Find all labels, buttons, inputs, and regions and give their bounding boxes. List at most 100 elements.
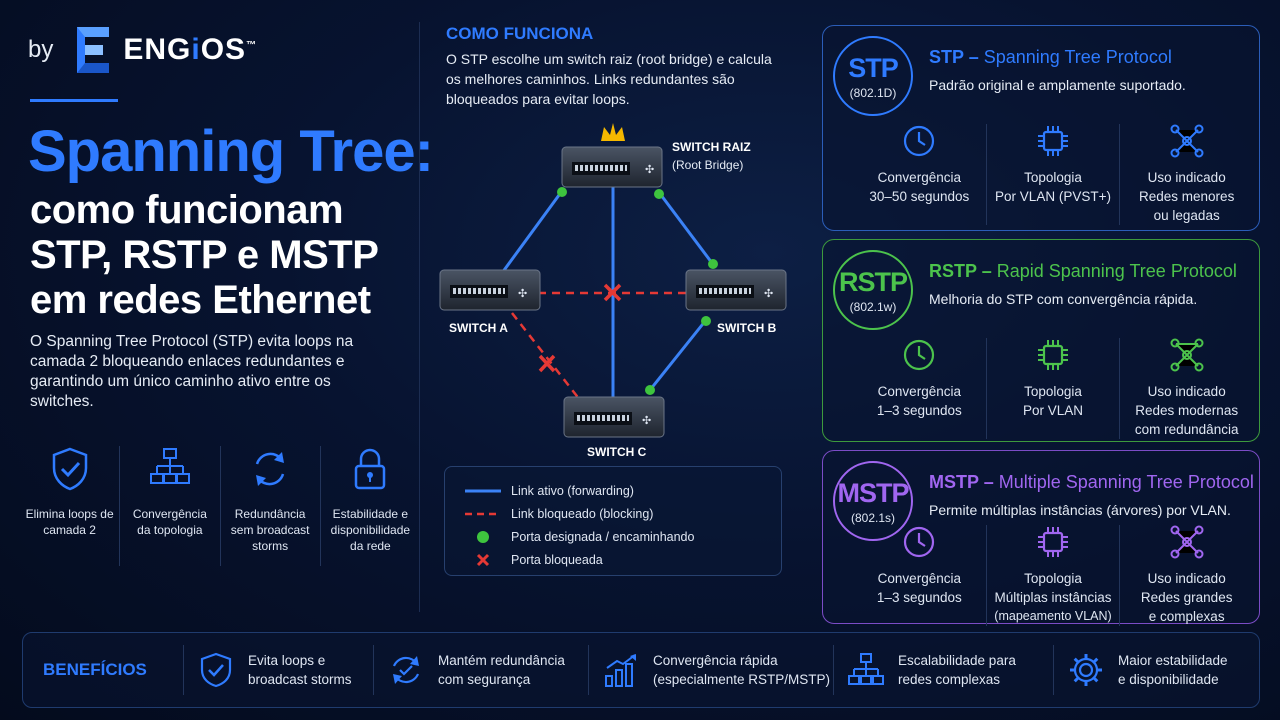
brand-name: ENGiOS™	[123, 33, 257, 67]
feature-item: Redundância sem broadcast storms	[221, 446, 321, 566]
switch-b: ✣	[685, 269, 787, 311]
benefit-line: com segurança	[438, 672, 531, 687]
card-title-abbr: MSTP	[929, 472, 979, 492]
card-description: Permite múltiplas instâncias (árvores) p…	[929, 502, 1231, 518]
lock-icon	[355, 448, 386, 490]
switch-b-label: SWITCH B	[717, 321, 777, 335]
switch-a: ✣	[439, 269, 541, 311]
badge-standard: (802.1s)	[850, 510, 896, 525]
clock-icon	[904, 339, 935, 371]
benefit-item: Maior estabilidade e disponibilidade	[1053, 645, 1253, 695]
brand-by: by	[28, 36, 54, 63]
benefit-line: Maior estabilidade	[1118, 653, 1228, 668]
spec-line: 1–3 segundos	[876, 403, 962, 418]
card-title-abbr: RSTP	[929, 261, 977, 281]
rstp-card: RSTP (802.1w) RSTP – Rapid Spanning Tree…	[822, 239, 1260, 442]
switch-a-label: SWITCH A	[449, 321, 508, 335]
legend-label: Porta designada / encaminhando	[511, 529, 695, 544]
benefit-line: (especialmente RSTP/MSTP)	[653, 672, 831, 687]
designated-port-dot	[701, 316, 711, 326]
rstp-badge: RSTP (802.1w)	[833, 250, 913, 330]
card-description: Melhoria do STP com convergência rápida.	[929, 291, 1198, 307]
spec-line: Uso indicado	[1147, 170, 1226, 185]
blocked-link-legend-icon	[465, 512, 501, 515]
badge-abbr: RSTP	[838, 266, 908, 297]
hierarchy-icon	[848, 653, 884, 685]
spec-line: Topologia	[1024, 384, 1082, 399]
green-port-legend-icon	[477, 530, 489, 543]
stp-badge: STP (802.1D)	[833, 36, 913, 116]
clock-icon	[904, 526, 935, 558]
feature-label: Convergência da topologia	[132, 507, 207, 537]
spec-line: 1–3 segundos	[876, 590, 962, 605]
blocked-port-x-icon	[538, 354, 556, 373]
brand-name-part-b: OS	[200, 33, 247, 66]
card-title: STP – Spanning Tree Protocol	[929, 47, 1172, 68]
badge-standard: (802.1w)	[849, 299, 897, 314]
feature-item: Elimina loops de camada 2	[20, 446, 121, 566]
root-switch-sublabel: (Root Bridge)	[672, 158, 744, 172]
intro-text: O Spanning Tree Protocol (STP) evita loo…	[30, 333, 354, 410]
how-it-works-description: O STP escolhe um switch raiz (root bridg…	[446, 51, 772, 107]
switch-c: ✣	[563, 396, 665, 438]
card-title: RSTP – Rapid Spanning Tree Protocol	[929, 261, 1237, 282]
svg-text:✣: ✣	[764, 287, 773, 300]
growth-chart-icon	[605, 654, 636, 687]
blocked-port-x-icon	[603, 283, 622, 302]
spec-line: com redundância	[1134, 422, 1239, 437]
mstp-card: MSTP (802.1s) MSTP – Multiple Spanning T…	[822, 450, 1260, 626]
network-icon	[1170, 525, 1204, 559]
designated-port-dot	[708, 259, 718, 269]
active-link-b-c	[648, 319, 708, 391]
clock-icon	[904, 125, 935, 157]
chip-icon	[1038, 527, 1068, 557]
gear-icon	[1070, 654, 1102, 686]
benefit-text: Convergência rápida(especialmente RSTP/M…	[653, 651, 830, 689]
brand: by ENGiOS™	[28, 22, 328, 78]
brand-trademark: ™	[246, 40, 258, 51]
chip-icon	[1038, 126, 1068, 156]
blocked-link-a-c	[511, 312, 581, 401]
brand-name-part-a: ENG	[123, 33, 192, 66]
card-title-full: Spanning Tree Protocol	[983, 47, 1172, 67]
network-icon	[1170, 124, 1204, 158]
spec-line: Múltiplas instâncias	[994, 590, 1112, 605]
shield-check-icon	[200, 652, 232, 688]
brand-name-part-i: i	[191, 33, 201, 66]
card-title-separator: –	[978, 472, 999, 492]
spec-line: Redes modernas	[1135, 403, 1239, 418]
refresh-icon	[255, 452, 285, 486]
badge-standard: (802.1D)	[849, 85, 897, 100]
card-title-full: Multiple Spanning Tree Protocol	[998, 472, 1254, 492]
spec-line: ou legadas	[1153, 208, 1220, 223]
benefit-line: e disponibilidade	[1118, 672, 1219, 687]
spec-line: Topologia	[1024, 170, 1082, 185]
column-divider	[419, 22, 420, 612]
refresh-check-icon	[392, 656, 420, 684]
feature-label: Redundância sem broadcast storms	[230, 507, 310, 553]
topology-svg: ✣ ✣ ✣ ✣	[439, 123, 787, 438]
benefit-line: broadcast storms	[248, 672, 352, 687]
switch-c-label: SWITCH C	[587, 445, 647, 459]
feature-item: Estabilidade e disponibilidade da rede	[321, 446, 420, 566]
root-switch-label: SWITCH RAIZ	[672, 140, 751, 154]
mstp-badge: MSTP (802.1s)	[833, 461, 913, 541]
spec-line: Topologia	[1024, 571, 1082, 586]
card-title: MSTP – Multiple Spanning Tree Protocol	[929, 472, 1254, 493]
spec-line: Convergência	[877, 571, 961, 586]
card-title-full: Rapid Spanning Tree Protocol	[996, 261, 1237, 281]
feature-label: Elimina loops de camada 2	[25, 507, 114, 537]
shield-check-icon	[52, 447, 87, 491]
svg-text:✣: ✣	[642, 414, 651, 427]
spec-convergence: Convergência 1–3 segundos	[853, 525, 987, 626]
badge-abbr: MSTP	[837, 477, 909, 508]
